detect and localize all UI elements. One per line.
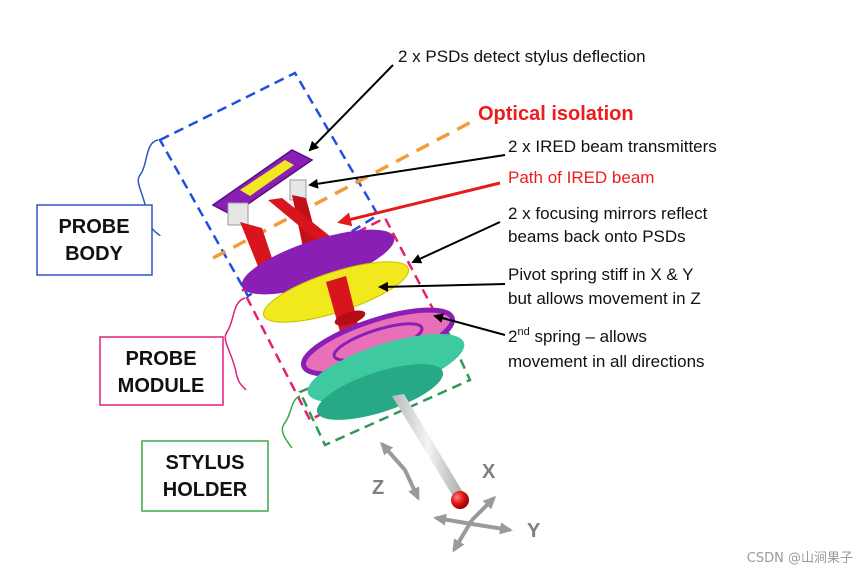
second-spring-label-line2: movement in all directions bbox=[508, 352, 705, 371]
x-axis-arrow bbox=[472, 498, 494, 520]
x-axis-label: X bbox=[482, 461, 496, 483]
stylus-holder-box-line2: HOLDER bbox=[163, 479, 248, 501]
second-spring-label-sup: nd bbox=[517, 326, 529, 338]
z-axis-arrow bbox=[382, 444, 405, 470]
stylus-stem bbox=[392, 394, 464, 498]
probe-module-box-line1: PROBE bbox=[125, 348, 196, 370]
optical-isolation-label: Optical isolation bbox=[478, 103, 634, 125]
probe-module-brace bbox=[225, 298, 246, 390]
axis-arrows bbox=[382, 444, 510, 550]
ired-path-label: Path of IRED beam bbox=[508, 168, 654, 187]
arrow-psd bbox=[310, 65, 393, 150]
watermark: CSDN @山涧果子 bbox=[747, 551, 853, 566]
second-spring-label-line1: 2nd spring – allows bbox=[508, 326, 647, 346]
mirrors-label-line2: beams back onto PSDs bbox=[508, 227, 686, 246]
ired-transmitters-label: 2 x IRED beam transmitters bbox=[508, 137, 717, 156]
y-axis-arrow-back bbox=[436, 518, 472, 524]
arrow-pivot-spring bbox=[380, 284, 505, 287]
stylus-ball bbox=[451, 491, 469, 509]
ired-transmitter-left bbox=[228, 203, 248, 225]
probe-body-box-line2: BODY bbox=[65, 243, 123, 265]
second-spring-label-rest: spring – allows bbox=[530, 327, 647, 346]
stylus-holder-brace bbox=[282, 396, 300, 448]
z-axis-arrow-down bbox=[405, 470, 418, 498]
mirrors-label-line1: 2 x focusing mirrors reflect bbox=[508, 204, 708, 223]
y-axis-arrow bbox=[472, 524, 510, 530]
psd-label: 2 x PSDs detect stylus deflection bbox=[398, 47, 646, 66]
y-axis-label: Y bbox=[527, 520, 541, 542]
pivot-label-line2: but allows movement in Z bbox=[508, 289, 701, 308]
second-spring-label-prefix: 2 bbox=[508, 327, 517, 346]
z-axis-label: Z bbox=[372, 477, 384, 499]
stylus-holder-box-line1: STYLUS bbox=[166, 452, 245, 474]
pivot-label-line1: Pivot spring stiff in X & Y bbox=[508, 265, 694, 284]
probe-body-box-line1: PROBE bbox=[58, 216, 129, 238]
arrow-ired-transmitters bbox=[310, 155, 505, 185]
arrow-ired-path bbox=[340, 183, 500, 222]
probe-module-box-line2: MODULE bbox=[118, 375, 205, 397]
arrow-mirrors bbox=[413, 222, 500, 262]
